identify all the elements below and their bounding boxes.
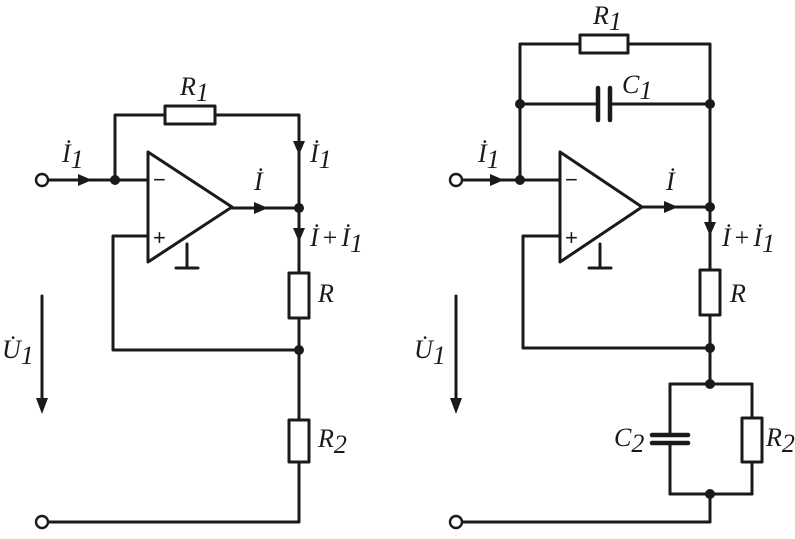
left-resistor-r2 — [287, 418, 311, 464]
right-junction-output — [705, 202, 715, 212]
right-circuit: − + R1 C1 İ1 İ İ+İ1 R U̇1 — [414, 1, 795, 530]
right-junction-feedback — [705, 343, 715, 353]
left-label-output-current: İ — [253, 167, 264, 196]
right-wires — [460, 42, 754, 524]
right-opamp-noninverting-sign: + — [565, 225, 578, 250]
left-input-terminal — [34, 172, 50, 188]
left-resistor-r — [287, 271, 311, 320]
right-junction-cap-left — [515, 99, 525, 109]
left-opamp-noninverting-sign: + — [153, 225, 166, 250]
right-label-c2: C2 — [614, 423, 644, 458]
left-junction-input — [110, 175, 120, 185]
right-junction-input — [515, 175, 525, 185]
left-label-feedback-current: İ1 — [309, 139, 332, 174]
left-opamp-inverting-sign: − — [153, 167, 166, 192]
left-label-r1: R1 — [179, 72, 209, 107]
right-resistor-r — [698, 268, 722, 317]
right-junction-parallel-top — [705, 379, 715, 389]
right-label-c1: C1 — [622, 70, 652, 105]
right-arrow-sum-current — [704, 222, 716, 236]
right-junction-parallel-bottom — [705, 489, 715, 499]
left-opamp — [146, 150, 234, 264]
left-arrow-sum-current — [293, 228, 305, 242]
left-ground-terminal — [34, 514, 50, 530]
left-label-r: R — [317, 279, 334, 308]
left-label-sum-current: İ+İ1 — [309, 223, 363, 258]
left-wires — [46, 113, 301, 524]
right-label-r2: R2 — [765, 423, 795, 458]
right-junction-cap-right — [705, 99, 715, 109]
right-label-voltage: U̇1 — [414, 335, 446, 370]
right-resistor-r1 — [578, 33, 630, 55]
right-voltage-arrowhead — [450, 398, 462, 414]
right-opamp-inverting-sign: − — [565, 167, 578, 192]
left-arrow-input-current — [78, 174, 92, 186]
right-arrow-input-current — [490, 174, 504, 186]
right-label-r1: R1 — [592, 1, 622, 36]
left-label-r2: R2 — [317, 424, 347, 459]
right-opamp — [558, 150, 644, 264]
left-arrow-feedback-current — [293, 141, 305, 155]
left-label-input-current: İ1 — [61, 139, 84, 174]
right-ground-terminal — [448, 514, 464, 530]
left-junction-output — [294, 203, 304, 213]
left-resistor-r1 — [163, 104, 217, 126]
right-arrow-output-current — [664, 201, 678, 213]
right-label-input-current: İ1 — [477, 139, 500, 174]
right-label-sum-current: İ+İ1 — [721, 223, 775, 258]
right-label-r: R — [729, 279, 746, 308]
left-label-voltage: U̇1 — [2, 335, 34, 370]
left-voltage-arrowhead — [36, 398, 48, 414]
right-label-output-current: İ — [665, 167, 676, 196]
right-resistor-r2 — [740, 416, 764, 464]
left-arrow-output-current — [254, 202, 268, 214]
left-circuit: − + İ1 R1 İ1 İ İ+İ1 R U̇1 R2 — [2, 72, 363, 530]
left-junction-feedback — [294, 345, 304, 355]
right-input-terminal — [448, 172, 464, 188]
